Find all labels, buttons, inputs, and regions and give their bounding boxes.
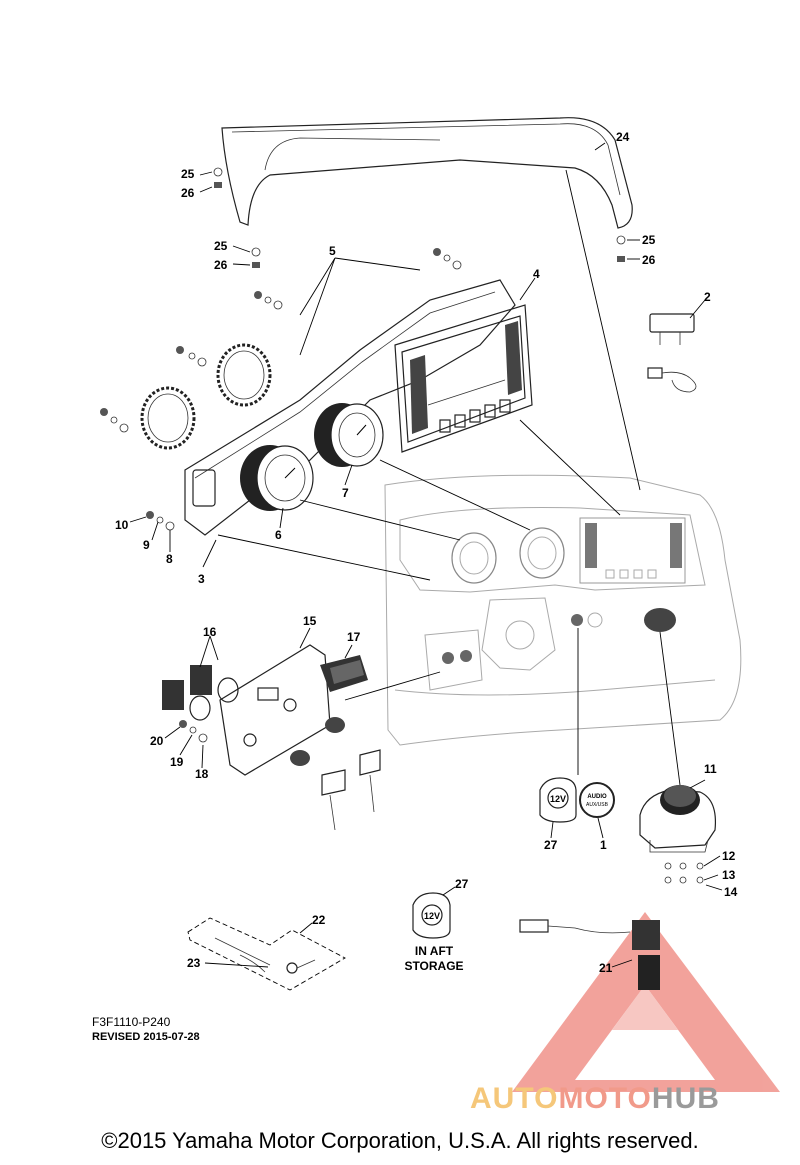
callout-7: 7 xyxy=(342,486,349,500)
callout-24: 24 xyxy=(616,130,630,144)
svg-text:12V: 12V xyxy=(424,911,440,921)
callout-2: 2 xyxy=(704,290,711,304)
ignition-keys xyxy=(290,717,381,831)
callout-8: 8 xyxy=(166,552,173,566)
harness-22-23 xyxy=(187,917,346,991)
rocker-switch-17 xyxy=(320,655,368,692)
callout-16: 16 xyxy=(203,625,217,639)
top-cover-24 xyxy=(221,117,633,229)
callout-4: 4 xyxy=(533,267,540,281)
callout-3: 3 xyxy=(198,572,205,586)
sensor-2 xyxy=(647,313,697,393)
revision-date: REVISED 2015-07-28 xyxy=(92,1031,200,1043)
callout-22: 22 xyxy=(312,913,326,927)
callout-9: 9 xyxy=(143,538,150,552)
connector-21 xyxy=(519,919,660,990)
svg-text:AUDIO: AUDIO xyxy=(587,794,607,800)
callout-27: 27 xyxy=(544,838,558,852)
callout-25: 25 xyxy=(642,233,656,247)
copyright-notice: ©2015 Yamaha Motor Corporation, U.S.A. A… xyxy=(101,1128,699,1153)
callout-27: 27 xyxy=(455,877,469,891)
svg-text:AUX/USB: AUX/USB xyxy=(586,802,609,808)
callout-15: 15 xyxy=(303,614,317,628)
aft-storage-line1: IN AFT xyxy=(414,944,454,958)
joystick-11 xyxy=(639,785,717,853)
callout-11: 11 xyxy=(704,762,717,776)
callout-26: 26 xyxy=(181,186,195,200)
svg-text:12V: 12V xyxy=(550,794,566,804)
callout-25: 25 xyxy=(214,239,228,253)
watermark-text: AUTOMOTOHUB xyxy=(470,1082,720,1116)
callout-1: 1 xyxy=(600,838,607,852)
gauge-7 xyxy=(314,403,384,467)
aft-socket-27: 12V xyxy=(412,892,451,939)
watermark-auto: AUTO xyxy=(470,1082,559,1115)
callout-23: 23 xyxy=(187,956,201,970)
callout-21: 21 xyxy=(599,961,613,975)
switch-panel-15 xyxy=(219,644,331,776)
bezel-rings xyxy=(140,343,272,450)
watermark-logo xyxy=(512,912,780,1092)
callout-25: 25 xyxy=(181,167,195,181)
watermark-hub: HUB xyxy=(651,1082,720,1115)
dashboard-assembly xyxy=(384,474,742,746)
callout-26: 26 xyxy=(214,258,228,272)
hardware-nuts xyxy=(100,167,704,884)
callout-5: 5 xyxy=(329,244,336,258)
callout-14: 14 xyxy=(724,885,738,899)
callout-10: 10 xyxy=(115,518,129,532)
callout-labels: 24 25 26 25 26 25 26 5 4 2 7 6 10 9 8 3 … xyxy=(115,130,738,975)
callout-17: 17 xyxy=(347,630,361,644)
gauge-6 xyxy=(240,445,314,511)
callout-12: 12 xyxy=(722,849,736,863)
callout-20: 20 xyxy=(150,734,164,748)
socket-27: 12V xyxy=(539,777,577,823)
display-4 xyxy=(394,304,533,453)
callout-26: 26 xyxy=(642,253,656,267)
audio-port-1: AUDIO AUX/USB xyxy=(579,782,615,818)
watermark-moto: MOTO xyxy=(558,1082,652,1115)
aft-storage-line2: STORAGE xyxy=(404,959,464,973)
callout-19: 19 xyxy=(170,755,184,769)
drawing-code: F3F1110-P240 xyxy=(92,1015,171,1029)
callout-6: 6 xyxy=(275,528,282,542)
switches-16 xyxy=(162,665,239,721)
leader-lines xyxy=(129,142,723,968)
callout-18: 18 xyxy=(195,767,209,781)
callout-13: 13 xyxy=(722,868,736,882)
aft-storage-note: IN AFT STORAGE xyxy=(394,944,474,974)
